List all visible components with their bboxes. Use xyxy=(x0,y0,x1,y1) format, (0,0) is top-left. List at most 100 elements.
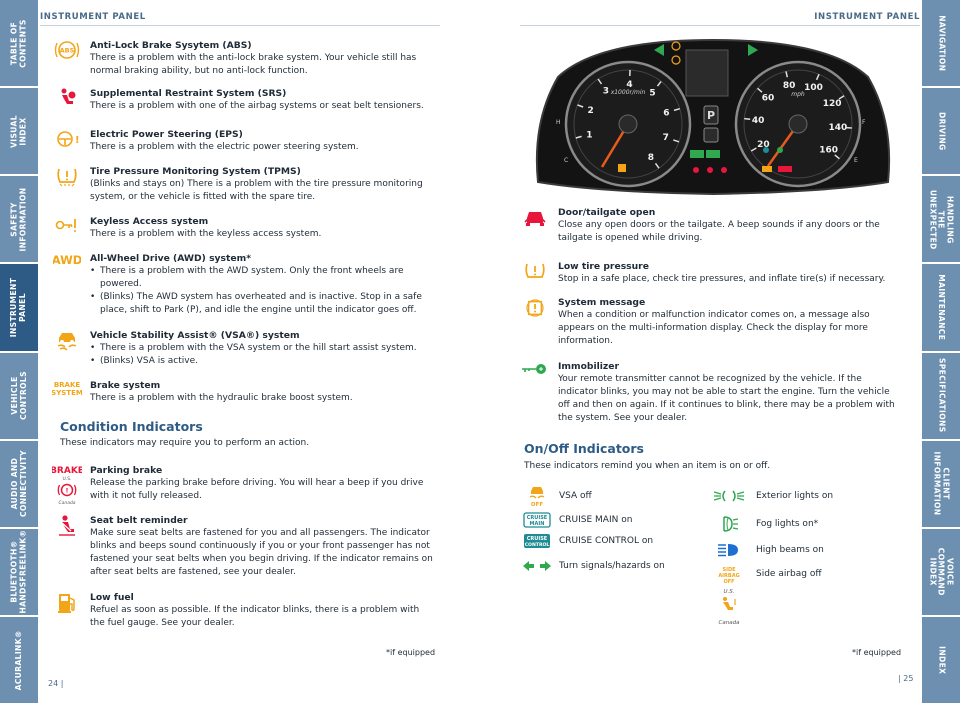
svg-text:F: F xyxy=(862,119,866,126)
svg-text:ABS: ABS xyxy=(60,47,75,55)
cluster-abs-light-icon xyxy=(671,41,681,51)
onoff-label: High beams on xyxy=(756,545,824,555)
speed-tick xyxy=(744,117,751,120)
low-tire-icon xyxy=(520,260,550,286)
high-beam-icon xyxy=(712,542,746,558)
speed-label: 40 xyxy=(752,116,765,126)
left-page-number: 24 | xyxy=(48,679,64,688)
svg-text:BRAKE: BRAKE xyxy=(52,466,82,476)
entry-title: Immobilizer xyxy=(558,361,620,372)
entry-title: Supplemental Restraint System (SRS) xyxy=(90,88,287,99)
entry-description: There is a problem with the electric pow… xyxy=(90,142,359,152)
srs-icon xyxy=(52,87,82,113)
tach-label: 2 xyxy=(587,106,593,116)
entry-bullet: (Blinks) The AWD system has overheated a… xyxy=(90,291,432,317)
warning-entry-srs: Supplemental Restraint System (SRS)There… xyxy=(52,87,432,113)
entry-title: Tire Pressure Monitoring System (TPMS) xyxy=(90,166,301,177)
onoff-vsa-off: OFF VSA off xyxy=(520,484,592,508)
abs-icon: ABS xyxy=(52,39,82,78)
onoff-label: CRUISE MAIN on xyxy=(559,515,633,525)
tab-safety-information[interactable]: SAFETY INFORMATION xyxy=(0,176,38,263)
warning-entry-eps: ! Electric Power Steering (EPS)There is … xyxy=(52,128,432,154)
tab-audio-connectivity[interactable]: AUDIO AND CONNECTIVITY xyxy=(0,440,38,527)
entry-title: System message xyxy=(558,297,646,308)
svg-text:CONTROL: CONTROL xyxy=(525,542,550,548)
speed-tick xyxy=(757,87,763,93)
condition-indicators-heading: Condition Indicators xyxy=(60,419,203,434)
right-page-number: | 25 xyxy=(898,674,914,683)
onoff-exterior-lights: Exterior lights on xyxy=(712,488,833,504)
svg-text:OFF: OFF xyxy=(723,579,734,585)
tab-driving[interactable]: DRIVING xyxy=(922,88,960,175)
svg-text:MAIN: MAIN xyxy=(530,521,545,527)
tab-table-of-contents[interactable]: TABLE OF CONTENTS xyxy=(0,0,38,87)
speed-tick xyxy=(834,154,840,160)
speed-label: 160 xyxy=(819,146,838,156)
svg-text:U.S.: U.S. xyxy=(723,589,734,595)
entry-description: When a condition or malfunction indicato… xyxy=(558,310,870,346)
onoff-indicators-subtitle: These indicators remind you when an item… xyxy=(524,461,771,471)
speed-tick xyxy=(815,73,820,81)
speed-label: 20 xyxy=(757,140,770,150)
entry-bullet: There is a problem with the VSA system o… xyxy=(90,342,417,355)
fuel-icon xyxy=(52,591,82,630)
tab-index[interactable]: INDEX xyxy=(922,616,960,703)
vsa-icon xyxy=(52,329,82,368)
entry-description: (Blinks and stays on) There is a problem… xyxy=(90,179,423,202)
entry-title: All-Wheel Drive (AWD) system* xyxy=(90,253,251,264)
tab-specifications[interactable]: SPECIFICATIONS xyxy=(922,352,960,439)
right-section-tabs: NAVIGATION DRIVING HANDLING THE UNEXPECT… xyxy=(922,0,960,703)
svg-text:Canada: Canada xyxy=(719,620,741,626)
warning-entry-tpms: Tire Pressure Monitoring System (TPMS) (B… xyxy=(52,165,432,204)
speed-tick xyxy=(750,147,757,152)
tab-client-information[interactable]: CLIENT INFORMATION xyxy=(922,440,960,527)
tab-vehicle-controls[interactable]: VEHICLE CONTROLS xyxy=(0,352,38,439)
svg-text:!: ! xyxy=(66,487,69,495)
speed-label: 120 xyxy=(823,99,842,109)
onoff-label: Side airbag off xyxy=(756,569,822,579)
tach-label: 1 xyxy=(586,130,592,140)
svg-text:BRAKE: BRAKE xyxy=(54,381,81,389)
tab-bluetooth-handsfreelink[interactable]: BLUETOOTH® HANDSFREELINK® xyxy=(0,528,38,615)
tab-maintenance[interactable]: MAINTENANCE xyxy=(922,264,960,351)
entry-description: Release the parking brake before driving… xyxy=(90,478,424,501)
eps-icon: ! xyxy=(52,128,82,154)
svg-text:C: C xyxy=(564,157,568,164)
entry-description: Stop in a safe place, check tire pressur… xyxy=(558,274,886,284)
entry-title: Low fuel xyxy=(90,592,134,603)
tab-navigation[interactable]: NAVIGATION xyxy=(922,0,960,87)
svg-text:OFF: OFF xyxy=(531,502,543,508)
right-footnote: *if equipped xyxy=(852,648,902,657)
tab-handling-the-unexpected[interactable]: HANDLING THE UNEXPECTED xyxy=(922,176,960,263)
tab-instrument-panel[interactable]: INSTRUMENT PANEL xyxy=(0,264,38,351)
cluster-red-light-icon xyxy=(693,167,699,173)
tab-visual-index[interactable]: VISUAL INDEX xyxy=(0,88,38,175)
entry-description: Close any open doors or the tailgate. A … xyxy=(558,220,880,243)
speed-unit-label: mph xyxy=(791,91,805,98)
onoff-fog-lights: Fog lights on* xyxy=(712,515,818,533)
speed-label: 100 xyxy=(804,83,823,93)
tab-acuralink[interactable]: ACURALINK® xyxy=(0,616,38,703)
entry-title: Anti-Lock Brake Sysytem (ABS) xyxy=(90,40,252,51)
onoff-label: Fog lights on* xyxy=(756,519,819,529)
fog-lights-icon xyxy=(712,515,746,533)
tab-voice-command-index[interactable]: VOICE COMMAND INDEX xyxy=(922,528,960,615)
turn-signal-icon xyxy=(520,559,554,573)
entry-description: There is a problem with the anti-lock br… xyxy=(90,53,417,76)
entry-title: Brake system xyxy=(90,380,161,391)
tach-unit-label: x1000r/min xyxy=(610,89,646,96)
entry-description: There is a problem with the hydraulic br… xyxy=(90,393,353,403)
tach-tick xyxy=(656,80,662,87)
entry-description: Refuel as soon as possible. If the indic… xyxy=(90,605,420,628)
svg-text:E: E xyxy=(854,157,858,164)
